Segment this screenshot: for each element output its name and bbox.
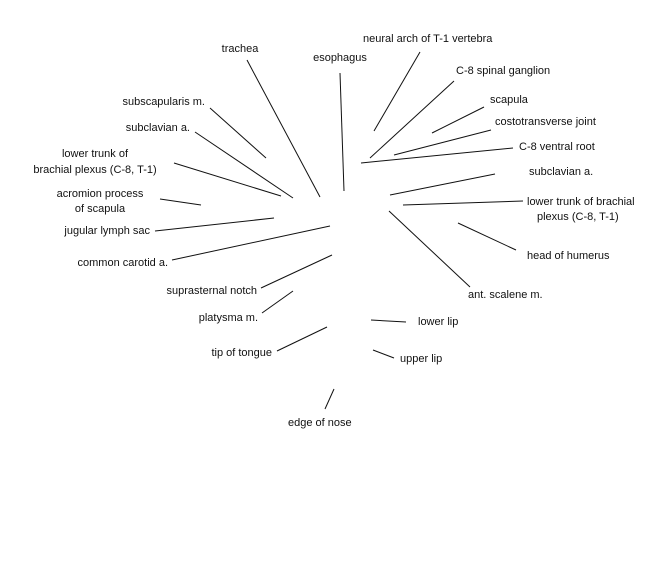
leader-ant-scalene <box>388 210 471 288</box>
label-subclavian-a-left: subclavian a. <box>125 122 190 134</box>
leader-lower-lip <box>370 319 407 323</box>
leader-subclavian-a-right <box>389 173 496 196</box>
label-platysma: platysma m. <box>198 312 258 324</box>
label-trachea: trachea <box>221 43 259 55</box>
label-edge-of-nose: edge of nose <box>288 417 352 429</box>
label-head-of-humerus: head of humerus <box>527 250 610 262</box>
label-scapula: scapula <box>490 94 528 106</box>
leader-head-of-humerus <box>457 222 517 251</box>
label-common-carotid: common carotid a. <box>77 257 168 269</box>
label-ant-scalene: ant. scalene m. <box>468 289 543 301</box>
label-subclavian-a-right: subclavian a. <box>529 166 594 178</box>
label-esophagus: esophagus <box>313 52 367 64</box>
label-c8-ventral-root: C-8 ventral root <box>519 141 595 153</box>
label-lower-trunk-right-line2: plexus (C-8, T-1) <box>537 211 619 223</box>
label-lower-lip: lower lip <box>418 316 459 328</box>
leader-acromion <box>159 198 202 206</box>
leader-c8-ventral-root <box>360 147 514 164</box>
leader-c8-spinal-ganglion <box>369 80 455 159</box>
label-lower-trunk-right-line1: lower trunk of brachial <box>527 196 635 208</box>
leader-costotransverse-joint <box>393 129 492 156</box>
leader-trachea <box>246 59 321 198</box>
leader-suprasternal-notch <box>260 254 333 289</box>
label-acromion-line2: of scapula <box>74 203 126 215</box>
leader-tip-of-tongue <box>276 326 328 352</box>
leader-platysma <box>261 290 294 314</box>
label-c8-spinal-ganglion: C-8 spinal ganglion <box>456 65 551 77</box>
label-suprasternal-notch: suprasternal notch <box>166 285 258 297</box>
label-upper-lip: upper lip <box>400 353 443 365</box>
leader-jugular-lymph-sac <box>154 217 275 232</box>
label-tip-of-tongue: tip of tongue <box>211 347 272 359</box>
leader-upper-lip <box>372 349 395 359</box>
leader-scapula <box>431 106 485 134</box>
leader-common-carotid <box>171 225 331 261</box>
label-subscapularis: subscapularis m. <box>122 96 205 108</box>
label-lower-trunk-left-line2: brachial plexus (C-8, T-1) <box>33 164 157 176</box>
leader-esophagus <box>339 72 345 192</box>
leader-subscapularis <box>209 107 267 159</box>
label-neural-arch: neural arch of T-1 vertebra <box>363 33 493 45</box>
leader-lower-trunk-right <box>402 200 524 206</box>
leader-edge-of-nose <box>324 388 335 410</box>
leader-subclavian-a-left <box>194 131 294 199</box>
label-jugular-lymph-sac: jugular lymph sac <box>64 225 150 237</box>
leader-neural-arch <box>373 51 421 132</box>
label-lower-trunk-left-line1: lower trunk of <box>61 148 129 160</box>
label-costotransverse-joint: costotransverse joint <box>495 116 596 128</box>
leader-lower-trunk-left <box>173 162 282 197</box>
label-acromion-line1: acromion process <box>56 188 144 200</box>
